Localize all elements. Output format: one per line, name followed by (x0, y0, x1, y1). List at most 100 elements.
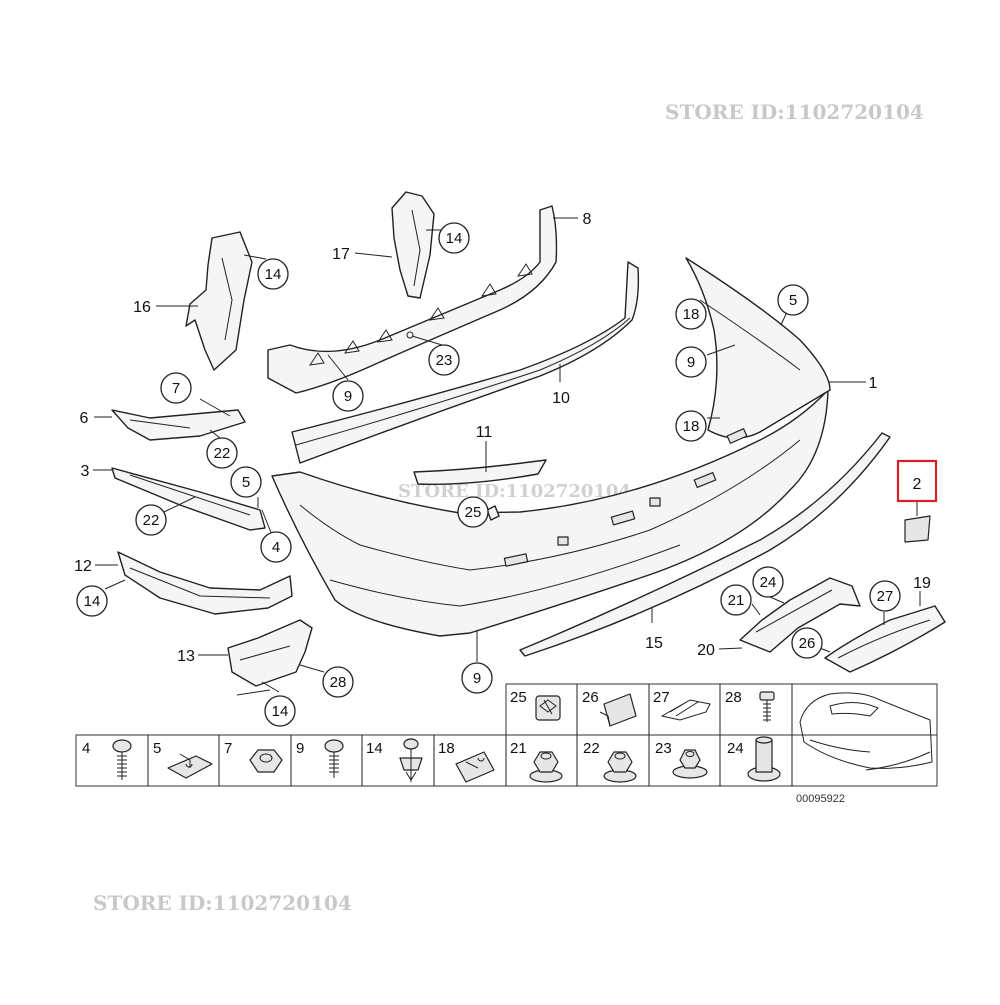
rear-reflector (824, 605, 946, 673)
legend-label: 5 (153, 740, 161, 757)
clip-nut-icon (167, 753, 213, 779)
left-upper-bracket (185, 231, 253, 371)
diagram-number: 00095922 (796, 793, 845, 805)
callout-9-lower: 9 (473, 670, 481, 687)
callout-19: 19 (913, 575, 931, 592)
callout-14-side: 14 (84, 593, 101, 610)
legend-item: 25 (510, 689, 561, 721)
callout-14-upper-center: 14 (446, 230, 463, 247)
lower-moulding (519, 432, 891, 657)
legend-item: 26 (582, 689, 637, 727)
legend-label: 22 (583, 740, 600, 757)
screw-icon (324, 739, 344, 778)
legend-item: 9 (296, 739, 344, 778)
clip-icon (599, 693, 637, 727)
screw-icon (112, 739, 132, 780)
legend-item: 23 (655, 740, 708, 779)
flange-nut-icon (529, 751, 563, 783)
callout-23: 23 (436, 352, 453, 369)
callout-3: 3 (81, 463, 90, 480)
legend-item: 27 (653, 689, 711, 721)
legend-label: 26 (582, 689, 599, 706)
legend-label: 23 (655, 740, 672, 757)
callout-2-highlight-box (896, 459, 938, 503)
legend-label: 18 (438, 740, 455, 757)
callout-8: 8 (583, 211, 592, 228)
callout-18-upper: 18 (683, 306, 700, 323)
callout-14-upper-left: 14 (265, 266, 282, 283)
car-icon (799, 692, 933, 771)
callout-26: 26 (799, 635, 816, 652)
legend-item: 7 (224, 740, 283, 773)
trim-strip (413, 459, 547, 485)
callout-14-lower: 14 (272, 703, 289, 720)
callout-17: 17 (332, 246, 350, 263)
bumper-upper-skin (685, 257, 831, 439)
legend-label: 28 (725, 689, 742, 706)
watermark-bottom-left: STORE ID:1102720104 (93, 891, 352, 915)
legend-label: 25 (510, 689, 527, 706)
callout-21: 21 (728, 592, 745, 609)
legend-item: 22 (583, 740, 637, 783)
guide-rail-3 (111, 467, 266, 531)
carrier-bar-ribs (308, 263, 533, 366)
legend-item: 28 (725, 689, 775, 722)
expanding-rivet-icon (399, 738, 423, 782)
legend-label: 21 (510, 740, 527, 757)
legend-label: 9 (296, 740, 304, 757)
fastener-legend: 25 26 27 28 (75, 683, 938, 787)
legend-item: 14 (366, 738, 423, 782)
legend-item: 24 (727, 736, 781, 782)
legend-label: 4 (82, 740, 90, 757)
callout-9-carrier: 9 (344, 388, 352, 405)
impact-absorber (291, 261, 640, 464)
callout-4: 4 (272, 539, 280, 556)
callout-6: 6 (80, 410, 89, 427)
callout-9-bumper: 9 (687, 354, 695, 371)
lower-bracket-13 (227, 619, 313, 687)
callout-20: 20 (697, 642, 715, 659)
clip-nut-icon (455, 751, 495, 783)
carrier-bar (267, 205, 558, 394)
flange-nut-icon (672, 749, 708, 779)
bumper-cover (271, 389, 829, 637)
hex-nut-icon (249, 749, 283, 773)
clip-icon (535, 695, 561, 721)
callout-5-bracket: 5 (242, 474, 250, 491)
callout-28: 28 (330, 674, 347, 691)
reflector-bracket (739, 577, 861, 653)
screw-icon (759, 691, 775, 722)
flange-nut-icon (603, 751, 637, 783)
bracket-6 (111, 409, 246, 441)
tow-hook-cap (904, 515, 931, 543)
hook-clip (486, 505, 500, 521)
legend-label: 27 (653, 689, 670, 706)
collar-nut-icon (747, 736, 781, 782)
callout-10: 10 (552, 390, 570, 407)
callouts: 1 2 3 4 5 5 6 7 8 9 9 9 10 11 12 13 14 1… (74, 211, 938, 727)
callout-16: 16 (133, 299, 151, 316)
callout-22-rail: 22 (143, 512, 160, 529)
callout-7: 7 (172, 380, 180, 397)
legend-label: 14 (366, 740, 383, 757)
legend-label: 7 (224, 740, 232, 757)
side-bracket-12 (117, 551, 293, 615)
callout-25: 25 (465, 504, 482, 521)
callout-13: 13 (177, 648, 195, 665)
part-shapes (111, 191, 946, 687)
legend-item: 4 (82, 739, 132, 780)
wire-clip-icon (660, 699, 711, 721)
callout-24: 24 (760, 574, 777, 591)
callout-15: 15 (645, 635, 663, 652)
callout-27: 27 (877, 588, 894, 605)
callout-18-lower: 18 (683, 418, 700, 435)
watermark-top-right: STORE ID:1102720104 (665, 100, 924, 124)
upper-center-bracket (391, 191, 435, 299)
legend-label: 24 (727, 740, 744, 757)
legend-item: 5 (153, 740, 213, 779)
callout-1: 1 (869, 375, 878, 392)
callout-2: 2 (913, 476, 922, 493)
legend-item: 18 (438, 740, 495, 783)
